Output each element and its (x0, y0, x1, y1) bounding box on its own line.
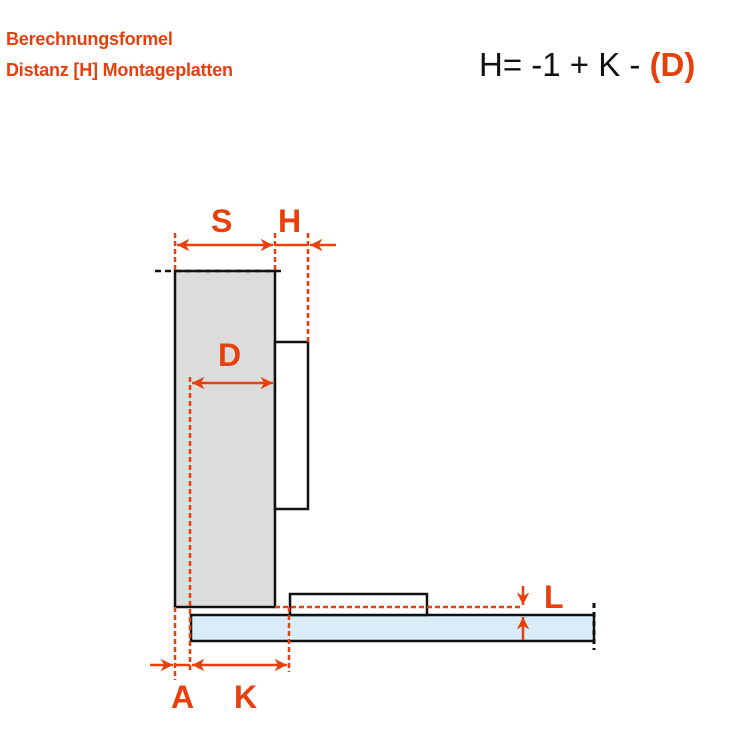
label-k: K (234, 679, 257, 715)
label-d: D (218, 337, 241, 373)
mounting-plate (288, 592, 429, 617)
label-h: H (278, 203, 301, 239)
cabinet-panel (189, 613, 596, 643)
title-line-2: Distanz [H] Montageplatten (6, 60, 233, 80)
reference-lines (173, 233, 520, 680)
hinge-cup (273, 340, 310, 511)
label-l: L (544, 579, 564, 615)
formula: H= -1 + K - (D) (479, 46, 695, 84)
label-a: A (171, 679, 194, 715)
formula-expression: H= -1 + K - (479, 46, 650, 83)
title-line-1: Berechnungsformel (6, 29, 173, 49)
formula-highlight: (D) (649, 46, 696, 83)
label-s: S (211, 203, 232, 239)
